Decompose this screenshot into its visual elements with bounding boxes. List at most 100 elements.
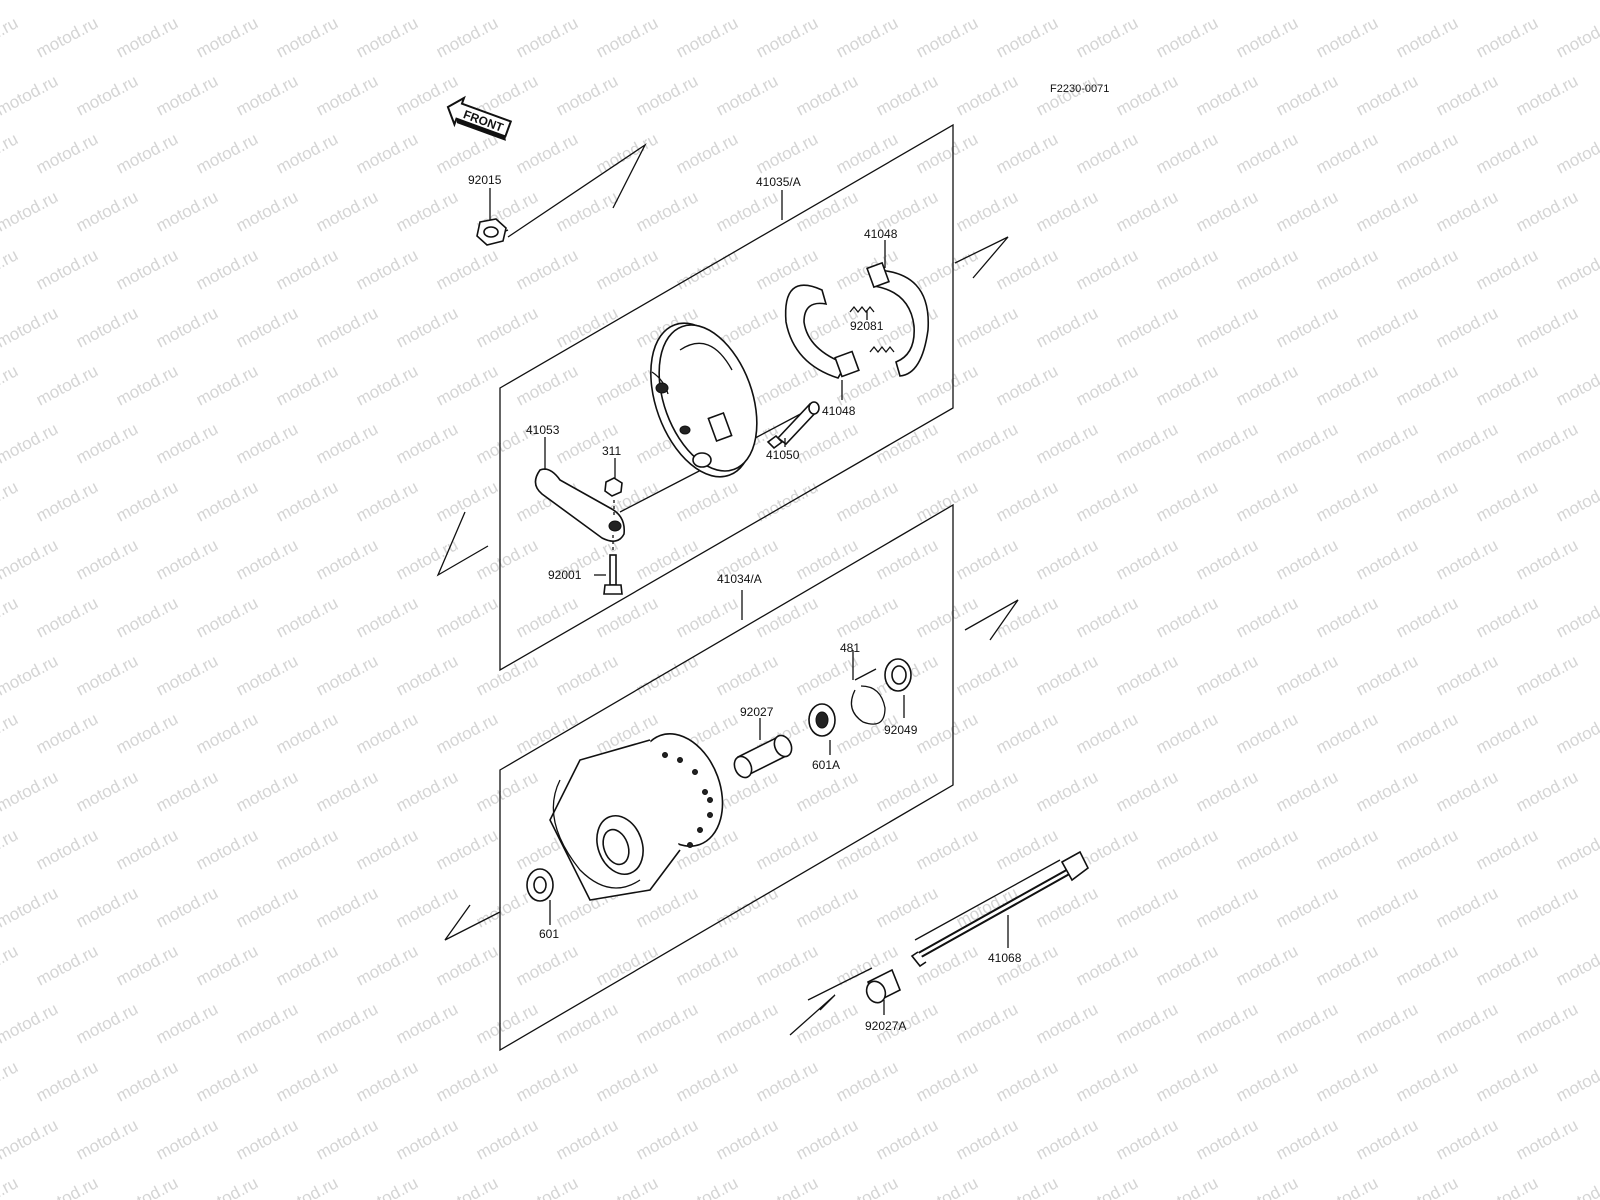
watermark-text: motod.ru [593, 13, 661, 61]
watermark-text: motod.ru [193, 1173, 261, 1200]
watermark-text: motod.ru [33, 1057, 101, 1105]
watermark-text: motod.ru [1433, 883, 1501, 931]
watermark-text: motod.ru [913, 709, 981, 757]
watermark-text: motod.ru [233, 0, 301, 4]
watermark-text: motod.ru [193, 361, 261, 409]
watermark-text: motod.ru [0, 709, 21, 757]
watermark-text: motod.ru [33, 825, 101, 873]
watermark-text: motod.ru [1193, 1115, 1261, 1163]
watermark-text: motod.ru [393, 999, 461, 1047]
watermark-text: motod.ru [513, 593, 581, 641]
watermark-text: motod.ru [33, 477, 101, 525]
watermark-text: motod.ru [1073, 245, 1141, 293]
watermark-text: motod.ru [873, 419, 941, 467]
watermark-text: motod.ru [313, 999, 381, 1047]
watermark-text: motod.ru [473, 651, 541, 699]
watermark-text: motod.ru [433, 361, 501, 409]
watermark-text: motod.ru [633, 71, 701, 119]
watermark-text: motod.ru [1313, 361, 1381, 409]
watermark-text: motod.ru [233, 71, 301, 119]
watermark-text: motod.ru [433, 593, 501, 641]
watermark-text: motod.ru [273, 1057, 341, 1105]
watermark-text: motod.ru [1233, 1173, 1301, 1200]
watermark-text: motod.ru [593, 1173, 661, 1200]
watermark-text: motod.ru [1073, 941, 1141, 989]
wheel-hub [549, 733, 724, 901]
watermark-text: motod.ru [1553, 593, 1600, 641]
label-41034A: 41034/A [717, 572, 762, 586]
watermark-text: motod.ru [1273, 535, 1341, 583]
watermark-text: motod.ru [1113, 535, 1181, 583]
watermark-text: motod.ru [913, 477, 981, 525]
watermark-text: motod.ru [633, 999, 701, 1047]
watermark-text: motod.ru [753, 1057, 821, 1105]
watermark-text: motod.ru [1433, 999, 1501, 1047]
label-41068: 41068 [988, 951, 1022, 965]
watermark-text: motod.ru [1433, 187, 1501, 235]
part-labels: 92015 41035/A 41048 92081 41048 41050 41… [468, 173, 1022, 1033]
watermark-text: motod.ru [673, 129, 741, 177]
watermark-text: motod.ru [313, 535, 381, 583]
watermark-text: motod.ru [553, 187, 621, 235]
watermark-text: motod.ru [1033, 651, 1101, 699]
label-92027: 92027 [740, 705, 774, 719]
watermark-text: motod.ru [113, 1173, 181, 1200]
watermark-text: motod.ru [1393, 245, 1461, 293]
watermark-text: motod.ru [233, 999, 301, 1047]
watermark-text: motod.ru [193, 593, 261, 641]
watermark-text: motod.ru [273, 13, 341, 61]
watermark-text: motod.ru [753, 825, 821, 873]
watermark-text: motod.ru [193, 477, 261, 525]
watermark-text: motod.ru [313, 767, 381, 815]
watermark-text: motod.ru [1433, 303, 1501, 351]
watermark-text: motod.ru [353, 593, 421, 641]
watermark-text: motod.ru [1113, 187, 1181, 235]
watermark-text: motod.ru [633, 1115, 701, 1163]
watermark-text: motod.ru [193, 1057, 261, 1105]
watermark-text: motod.ru [1313, 13, 1381, 61]
watermark-text: motod.ru [713, 1115, 781, 1163]
watermark-text: motod.ru [793, 651, 861, 699]
label-601A: 601A [812, 758, 840, 772]
watermark-text: motod.ru [1313, 129, 1381, 177]
watermark-text: motod.ru [1433, 0, 1501, 4]
watermark-text: motod.ru [1273, 71, 1341, 119]
watermark-text: motod.ru [433, 709, 501, 757]
watermark-text: motod.ru [313, 1115, 381, 1163]
watermark-text: motod.ru [313, 71, 381, 119]
watermark-text: motod.ru [73, 1115, 141, 1163]
watermark-text: motod.ru [1393, 941, 1461, 989]
watermark-text: motod.ru [273, 129, 341, 177]
watermark-text: motod.ru [1113, 767, 1181, 815]
watermark-text: motod.ru [1513, 767, 1581, 815]
watermark-text: motod.ru [673, 1057, 741, 1105]
watermark-text: motod.ru [0, 419, 61, 467]
watermark-text: motod.ru [193, 941, 261, 989]
watermark-text: motod.ru [1473, 593, 1541, 641]
watermark-text: motod.ru [1073, 361, 1141, 409]
watermark-text: motod.ru [793, 535, 861, 583]
leader-lines [489, 188, 1009, 1015]
watermark-text: motod.ru [0, 0, 61, 4]
watermark-text: motod.ru [313, 419, 381, 467]
watermark-text: motod.ru [1193, 0, 1261, 4]
watermark-text: motod.ru [473, 535, 541, 583]
watermark-text: motod.ru [1513, 0, 1581, 4]
watermark-text: motod.ru [313, 651, 381, 699]
watermark-text: motod.ru [593, 1057, 661, 1105]
watermark-text: motod.ru [113, 129, 181, 177]
watermark-text: motod.ru [0, 651, 61, 699]
watermark-text: motod.ru [0, 593, 21, 641]
watermark-text: motod.ru [1313, 477, 1381, 525]
watermark-text: motod.ru [1473, 129, 1541, 177]
watermark-text: motod.ru [1033, 419, 1101, 467]
watermark-text: motod.ru [1433, 71, 1501, 119]
watermark-text: motod.ru [0, 129, 21, 177]
watermark-text: motod.ru [1153, 1173, 1221, 1200]
watermark-text: motod.ru [1353, 651, 1421, 699]
label-41048-top: 41048 [864, 227, 898, 241]
watermark-text: motod.ru [913, 13, 981, 61]
watermark-text: motod.ru [1233, 245, 1301, 293]
watermark-text: motod.ru [273, 1173, 341, 1200]
watermark-text: motod.ru [0, 361, 21, 409]
